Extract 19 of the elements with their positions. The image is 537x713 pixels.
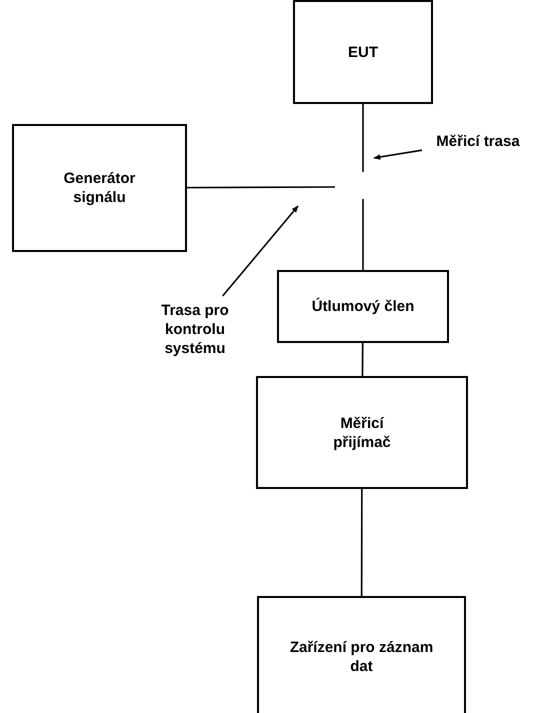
connector-line [362,343,364,376]
process-box [277,270,449,343]
connector-line [187,186,335,188]
connector-line [362,199,364,270]
connector-line [360,489,363,596]
box-label: Měřicí přijímač [332,414,392,452]
box-label: Útlumový člen [312,297,414,316]
box-label: Zařízení pro záznam dat [288,638,434,676]
callout-label: Trasa pro kontrolu systému [160,300,230,358]
box-label: Generátor signálu [62,169,136,207]
connector-line [362,104,364,172]
leader-arrow [373,149,422,160]
box-label: EUT [348,42,378,62]
process-box [257,596,466,713]
process-box [256,376,468,489]
callout-label: Měřicí trasa [436,132,520,150]
process-box [293,0,433,104]
leader-arrow [222,205,299,297]
process-box [12,124,187,252]
